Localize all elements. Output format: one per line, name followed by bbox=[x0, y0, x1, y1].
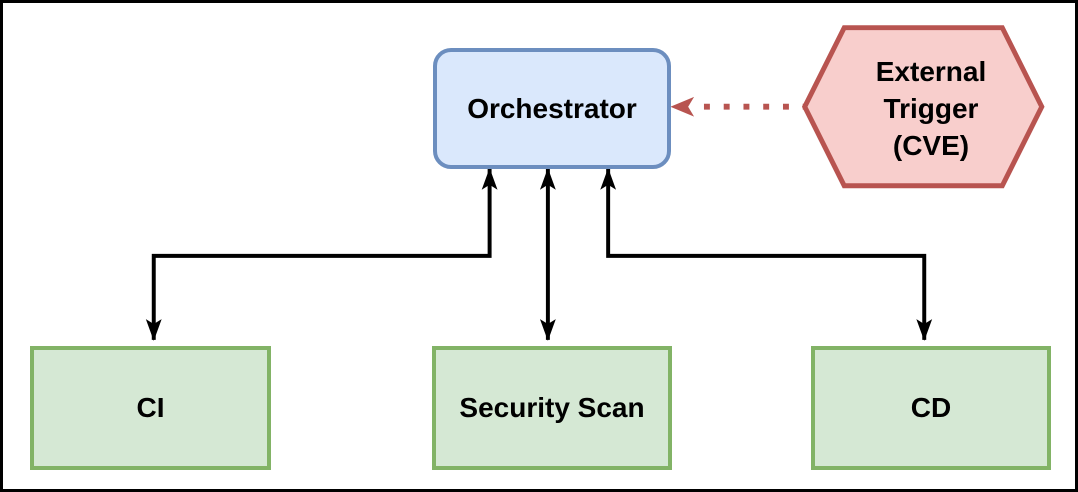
arrowhead-left-icon bbox=[670, 96, 695, 117]
node-cd-label: CD bbox=[910, 392, 952, 423]
node-orchestrator-label: Orchestrator bbox=[467, 92, 637, 124]
node-external-trigger-label-line1: External bbox=[875, 55, 987, 87]
edge-orchestrator-cd bbox=[606, 168, 927, 340]
node-ci-label: CI bbox=[136, 392, 165, 423]
arrowhead-down-icon bbox=[145, 319, 162, 341]
node-external-trigger: External Trigger (CVE) bbox=[811, 28, 1051, 188]
node-external-trigger-label-line3: (CVE) bbox=[892, 129, 970, 161]
arrowhead-up-icon bbox=[481, 167, 498, 190]
arrowhead-up-icon bbox=[539, 167, 556, 190]
node-security-scan: Security Scan bbox=[432, 346, 672, 470]
arrowhead-up-icon bbox=[600, 167, 617, 190]
node-cd: CD bbox=[811, 346, 1051, 470]
edge-orchestrator-ci bbox=[151, 168, 492, 340]
node-ci: CI bbox=[30, 346, 271, 470]
arrowhead-down-icon bbox=[539, 319, 556, 341]
external-trigger-hexagon-shape bbox=[801, 25, 1045, 189]
arrowhead-down-icon bbox=[916, 319, 933, 341]
node-external-trigger-label-line2: Trigger bbox=[883, 92, 979, 124]
node-orchestrator: Orchestrator bbox=[433, 48, 671, 169]
node-security-scan-label: Security Scan bbox=[459, 392, 645, 423]
diagram-edge-layer bbox=[145, 25, 1045, 341]
